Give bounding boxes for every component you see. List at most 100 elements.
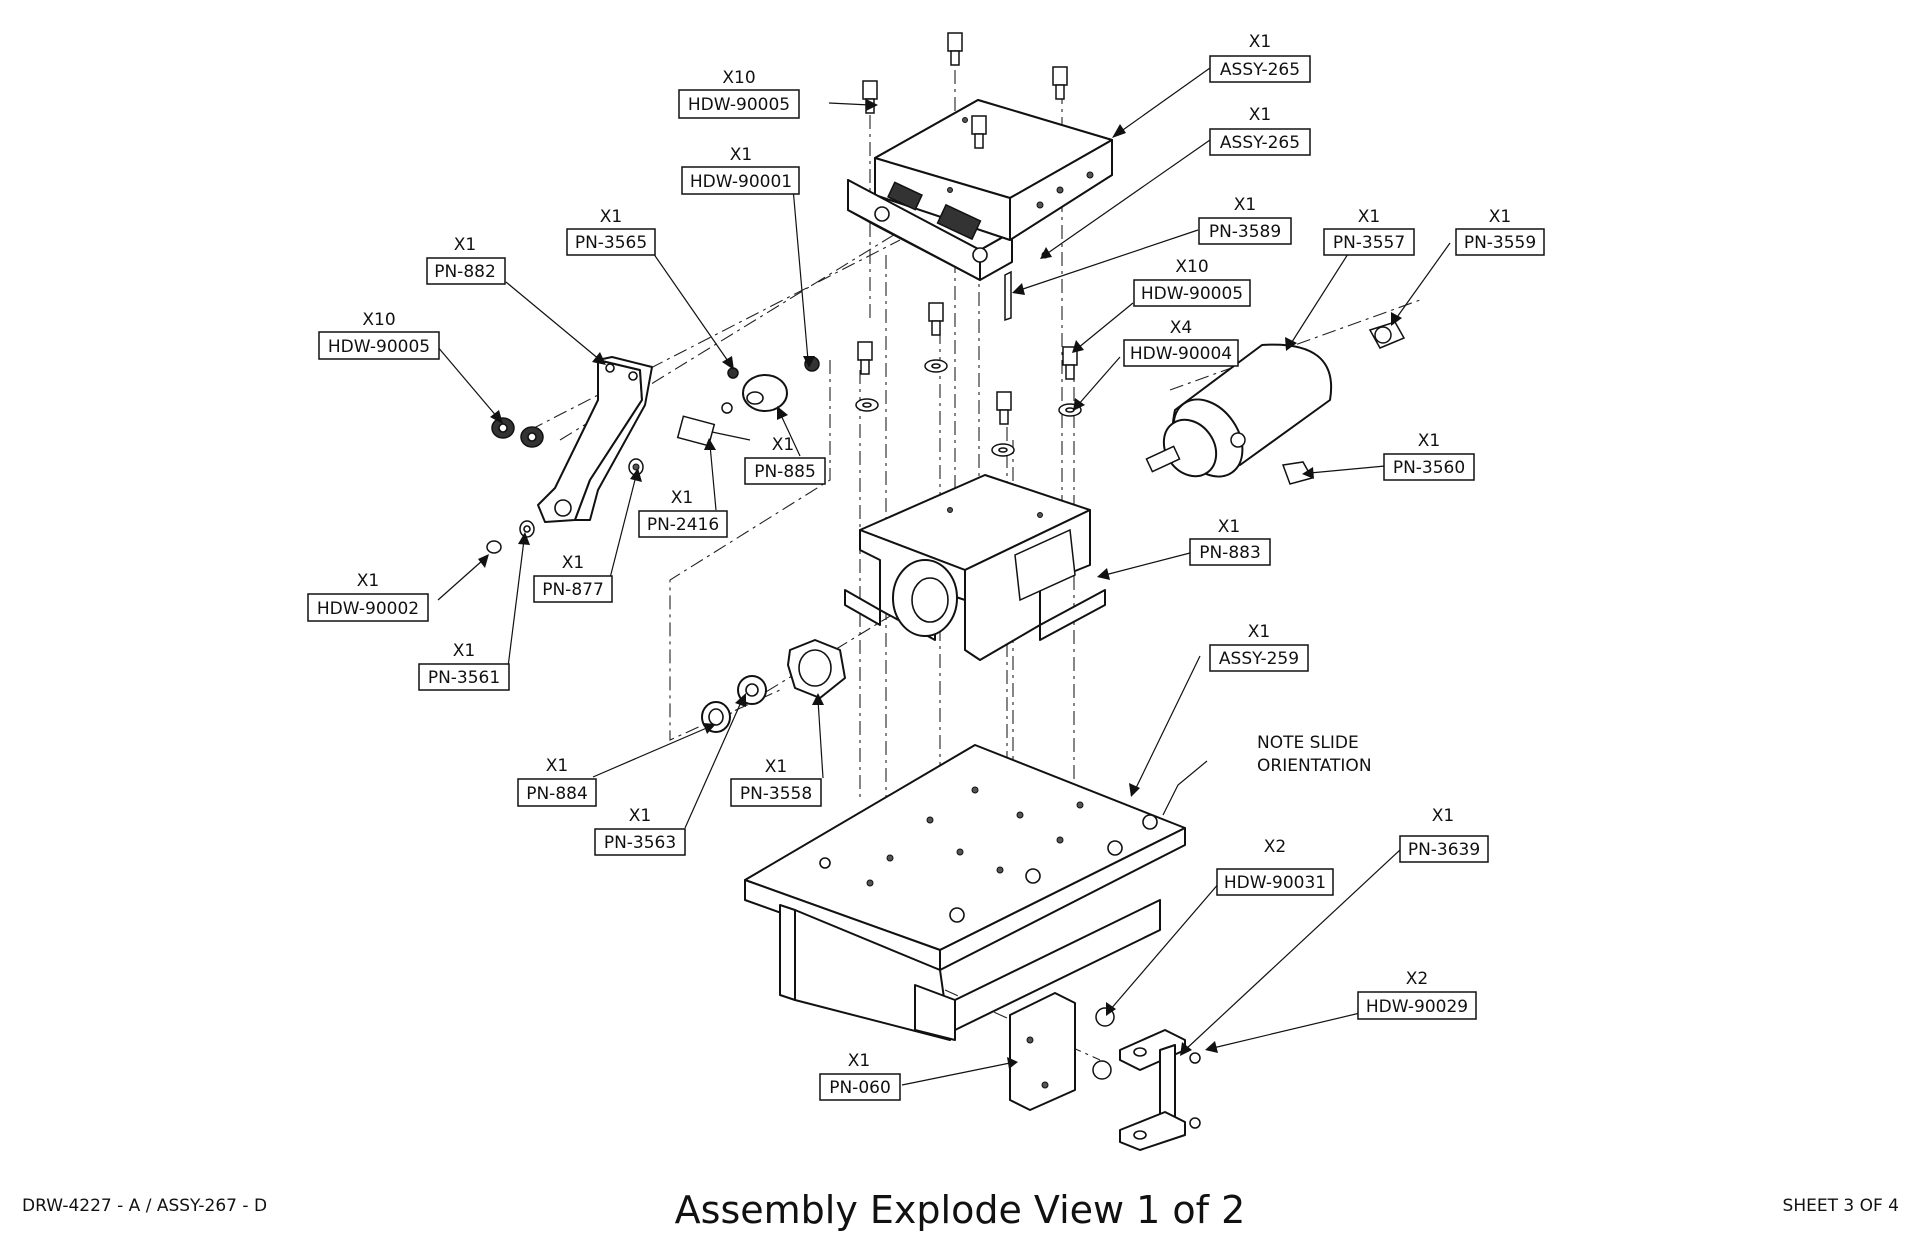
- callout-part: PN-3639: [1408, 840, 1480, 860]
- callout-pn-3561: X1 PN-3561: [418, 641, 510, 691]
- callout-pn-3639: X1 PN-3639: [1399, 806, 1489, 863]
- callout-qty: X4: [1170, 318, 1192, 338]
- bracket-pn-3639: [1119, 1029, 1201, 1151]
- callout-pn-3589: X1 PN-3589: [1198, 195, 1292, 245]
- callout-qty: X2: [1406, 969, 1428, 989]
- callout-pn-3559: X1 PN-3559: [1455, 207, 1545, 256]
- note-line-2: ORIENTATION: [1257, 756, 1372, 776]
- callout-assy-265-second: X1 ASSY-265: [1209, 105, 1311, 156]
- callout-part: HDW-90004: [1130, 344, 1232, 364]
- callout-qty: X1: [1489, 207, 1511, 227]
- callout-qty: X1: [1248, 622, 1270, 642]
- callout-assy-265-top: X1 ASSY-265: [1209, 32, 1311, 83]
- callout-hdw-90005-left: X10 HDW-90005: [318, 310, 440, 360]
- pillow-block-pn-883: [844, 474, 1106, 661]
- callout-qty: X1: [848, 1051, 870, 1071]
- callout-part: HDW-90002: [317, 599, 419, 619]
- callout-qty: X2: [1264, 837, 1286, 857]
- callout-qty: X1: [453, 641, 475, 661]
- callout-qty: X1: [562, 553, 584, 573]
- callout-part: PN-3557: [1333, 233, 1405, 253]
- callout-part: PN-3589: [1209, 222, 1281, 242]
- callout-qty: X10: [722, 68, 755, 88]
- callout-part: PN-3560: [1393, 458, 1465, 478]
- callout-part: HDW-90005: [1141, 284, 1243, 304]
- callout-qty: X1: [546, 756, 568, 776]
- callout-part: ASSY-265: [1220, 133, 1300, 153]
- callout-pn-2416: X1 PN-2416: [638, 488, 728, 538]
- note-slide-orientation: NOTE SLIDE ORIENTATION: [1257, 733, 1372, 776]
- callout-qty: X1: [1249, 32, 1271, 52]
- callout-hdw-90001: X1 HDW-90001: [681, 145, 800, 195]
- bracket-pn-882: [537, 356, 653, 523]
- left-bolts: [486, 417, 644, 554]
- callout-qty: X1: [629, 806, 651, 826]
- callout-part: PN-060: [829, 1078, 891, 1098]
- callout-part: PN-3565: [575, 233, 647, 253]
- top-slide-assembly: [847, 99, 1113, 322]
- callout-part: PN-882: [434, 262, 496, 282]
- callout-pn-3563: X1 PN-3563: [594, 806, 686, 856]
- callout-part: PN-877: [542, 580, 604, 600]
- drawing-id: DRW-4227 - A / ASSY-267 - D: [22, 1196, 268, 1216]
- callout-hdw-90005-right: X10 HDW-90005: [1133, 257, 1251, 307]
- note-line-1: NOTE SLIDE: [1257, 733, 1359, 753]
- washers: [855, 359, 1082, 457]
- sheet-number: SHEET 3 OF 4: [1782, 1196, 1899, 1216]
- callout-qty: X1: [772, 435, 794, 455]
- callout-part: PN-3563: [604, 833, 676, 853]
- callout-qty: X1: [1418, 431, 1440, 451]
- callout-pn-3560: X1 PN-3560: [1383, 431, 1475, 481]
- callout-qty: X10: [1175, 257, 1208, 277]
- callout-pn-3565: X1 PN-3565: [566, 207, 656, 256]
- callout-qty: X1: [454, 235, 476, 255]
- callout-hdw-90031: X2 HDW-90031: [1216, 837, 1334, 896]
- callout-part: PN-3559: [1464, 233, 1536, 253]
- screw: [928, 302, 944, 336]
- callout-pn-884: X1 PN-884: [517, 756, 597, 807]
- plate-pn-060: [1009, 992, 1115, 1111]
- screw: [971, 115, 987, 149]
- callout-part: HDW-90005: [688, 95, 790, 115]
- page-title: Assembly Explode View 1 of 2: [674, 1188, 1246, 1232]
- callout-qty: X1: [357, 571, 379, 591]
- callout-part: ASSY-265: [1220, 60, 1300, 80]
- cylinder-pn-3557: [1145, 321, 1406, 485]
- callout-hdw-90002: X1 HDW-90002: [307, 571, 429, 622]
- callout-pn-883: X1 PN-883: [1189, 517, 1271, 566]
- callout-part: HDW-90005: [328, 337, 430, 357]
- callout-part: ASSY-259: [1219, 649, 1299, 669]
- callout-assy-259: X1 ASSY-259: [1209, 622, 1309, 672]
- small-parts: [676, 356, 820, 447]
- callout-part: PN-883: [1199, 543, 1261, 563]
- callout-part: HDW-90031: [1224, 873, 1326, 893]
- callout-part: HDW-90001: [690, 172, 792, 192]
- callout-qty: X1: [1358, 207, 1380, 227]
- callout-qty: X1: [1249, 105, 1271, 125]
- callout-pn-877: X1 PN-877: [533, 553, 613, 603]
- callout-hdw-90005-top: X10 HDW-90005: [678, 68, 800, 119]
- screw: [996, 391, 1012, 425]
- nut-and-washers: [701, 639, 846, 733]
- callout-part: HDW-90029: [1366, 997, 1468, 1017]
- callout-pn-3558: X1 PN-3558: [730, 757, 822, 807]
- callout-qty: X10: [362, 310, 395, 330]
- callout-part: PN-885: [754, 462, 816, 482]
- callout-qty: X1: [600, 207, 622, 227]
- callout-pn-3557: X1 PN-3557: [1323, 207, 1415, 256]
- callout-qty: X1: [765, 757, 787, 777]
- callout-part: PN-3561: [428, 668, 500, 688]
- callout-pn-885: X1 PN-885: [744, 435, 826, 485]
- callout-part: PN-884: [526, 784, 588, 804]
- callout-pn-882: X1 PN-882: [426, 235, 506, 285]
- callout-qty: X1: [671, 488, 693, 508]
- screw: [1052, 66, 1068, 100]
- leader-lines: [436, 67, 1451, 1086]
- callout-hdw-90029: X2 HDW-90029: [1357, 969, 1477, 1020]
- callout-part: PN-3558: [740, 784, 812, 804]
- base-plate-assy-259: [744, 744, 1186, 1041]
- screw: [947, 32, 963, 66]
- callout-pn-060: X1 PN-060: [819, 1051, 901, 1101]
- screw: [857, 341, 873, 375]
